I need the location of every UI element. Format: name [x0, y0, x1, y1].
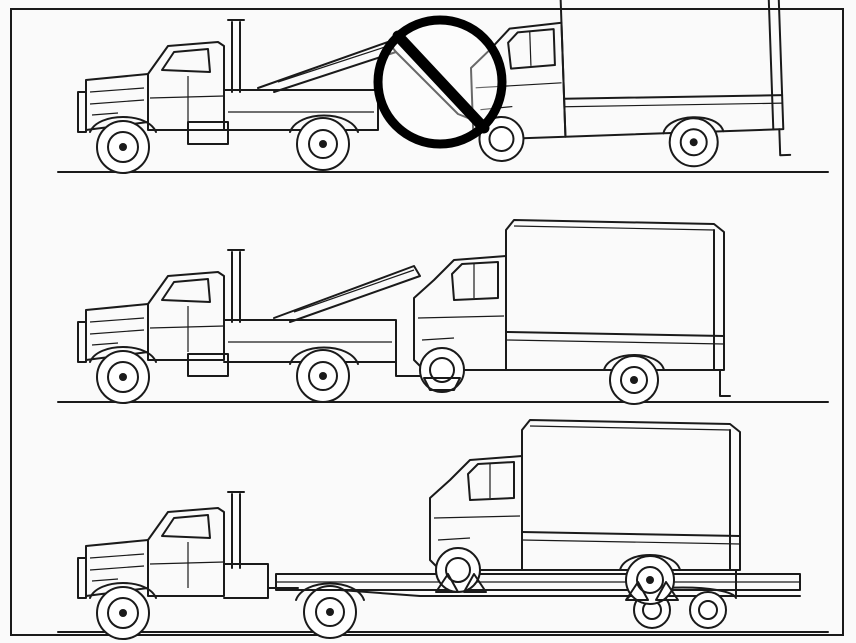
panel-2-wheel-lift	[58, 220, 828, 404]
prohibition-icon	[378, 20, 502, 144]
box-truck-1	[468, 0, 790, 174]
panel-1-hook-tow	[58, 0, 828, 174]
tow-truck-2	[78, 250, 448, 403]
tow-truck-3	[78, 492, 408, 639]
box-truck-3	[430, 420, 746, 604]
panel-3-flatbed	[58, 420, 828, 639]
box-truck-2	[414, 220, 730, 404]
